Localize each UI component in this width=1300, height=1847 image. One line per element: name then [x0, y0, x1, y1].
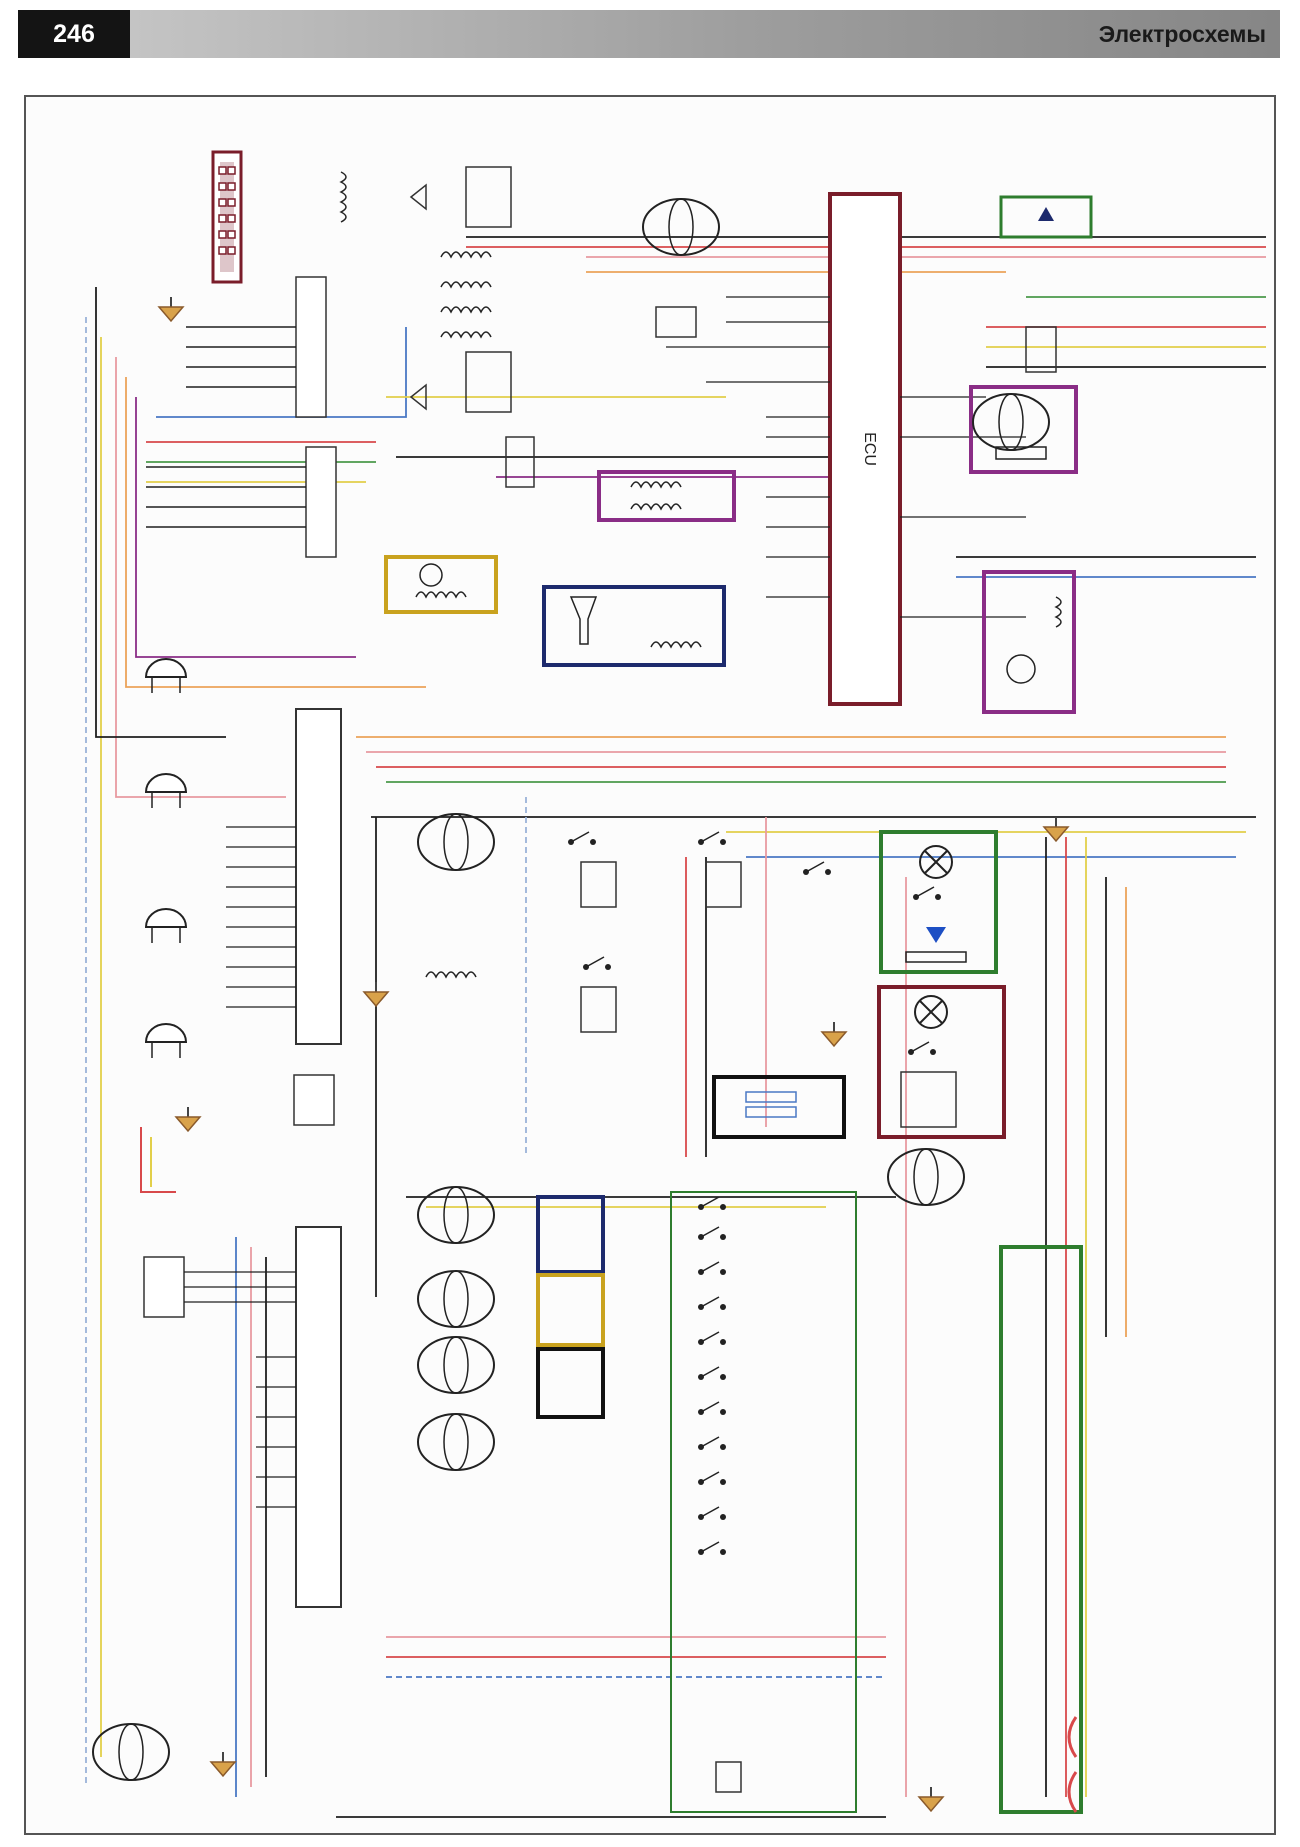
coil-icon [425, 971, 477, 978]
diagnostic-connector [211, 150, 243, 284]
window-motor-icon [417, 1186, 495, 1244]
eps-motor-icon [92, 1723, 170, 1781]
idle-valve-box [982, 570, 1076, 714]
starter-motor-icon [417, 813, 495, 871]
ignition-coil-icon [340, 171, 347, 223]
ground-icon [1043, 816, 1069, 842]
connector-block [293, 1074, 335, 1126]
section-title: Электросхемы [1098, 21, 1266, 47]
window-switch-box [536, 1347, 605, 1419]
ground-icon [918, 1786, 944, 1812]
wiring-diagram-frame: ECU [24, 95, 1276, 1835]
temperature-sensor-box [384, 555, 498, 614]
ground-icon [158, 296, 184, 322]
multiswitch-panel [670, 1191, 857, 1813]
relay [580, 861, 617, 908]
window-switch-box [536, 1273, 605, 1347]
ecu-label: ECU [861, 432, 878, 466]
dashboard-panel [999, 1245, 1083, 1814]
window-motor-icon [417, 1270, 495, 1328]
ground-icon [210, 1751, 236, 1777]
ground-icon [363, 981, 389, 1007]
page-number: 246 [18, 10, 130, 58]
crank-sensor-box [542, 585, 726, 667]
speaker-icon [145, 773, 187, 809]
connector-block [143, 1256, 185, 1318]
light-switch-box [877, 985, 1006, 1139]
page-header: 246 Электросхемы [18, 10, 1280, 58]
wiring-diagram: ECU [85, 150, 1266, 1818]
indicator-lamp-box [879, 830, 998, 974]
ground-icon [175, 1106, 201, 1132]
eps-control-unit [295, 1226, 342, 1608]
header-title-bar: Электросхемы [130, 10, 1280, 58]
connector-block [295, 276, 327, 418]
knock-sensor-box [597, 470, 736, 522]
window-motor-icon [417, 1336, 495, 1394]
connector-block [305, 446, 337, 558]
ground-icon [821, 1021, 847, 1047]
injector-group [409, 166, 512, 413]
blower-motor-icon [887, 1148, 965, 1206]
speaker-icon [145, 908, 187, 944]
speaker-icon [145, 1023, 187, 1059]
window-motor-icon [417, 1413, 495, 1471]
relay [580, 986, 617, 1033]
fan-motor-box [969, 385, 1078, 474]
fuse-block [712, 1075, 846, 1139]
relay [705, 861, 742, 908]
window-switch-box [536, 1195, 605, 1274]
ecu-block: ECU [828, 192, 902, 706]
abs-control-unit [295, 708, 342, 1045]
